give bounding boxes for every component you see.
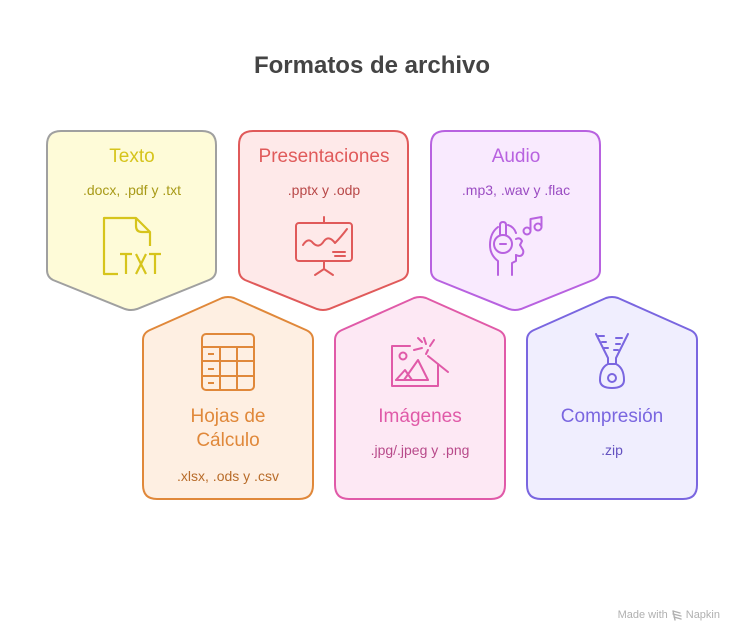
compresion-shape — [526, 296, 698, 500]
card-label-line1: Hojas de — [190, 406, 266, 427]
card-label: Texto — [109, 146, 155, 167]
card-label: Presentaciones — [258, 146, 390, 167]
zipper-icon — [595, 333, 629, 389]
card-label: Compresión — [560, 406, 664, 427]
footer-attribution: Made with Napkin — [618, 609, 720, 621]
card-extensions: .mp3, .wav y .flac — [461, 182, 571, 198]
headphones-music-icon — [489, 216, 543, 276]
card-label: Audio — [491, 146, 541, 167]
imagenes-shape — [334, 296, 506, 500]
card-extensions: .pptx y .odp — [287, 182, 361, 198]
card-hojas: Hojas de Cálculo .xlsx, .ods y .csv — [143, 405, 313, 485]
card-extensions: .docx, .pdf y .txt — [82, 182, 182, 198]
hojas-shape — [142, 296, 314, 500]
napkin-brand-text: Napkin — [685, 609, 720, 621]
presentation-board-icon — [295, 216, 353, 276]
card-compresion: Compresión .zip — [527, 405, 697, 459]
card-presentaciones: Presentaciones .pptx y .odp — [239, 145, 409, 199]
card-label-line2: Cálculo — [196, 430, 260, 451]
txt-file-icon — [102, 216, 161, 276]
card-label: Imágenes — [378, 406, 462, 427]
napkin-logo-icon — [672, 610, 682, 621]
page-title: Formatos de archivo — [253, 52, 491, 79]
card-audio: Audio .mp3, .wav y .flac — [431, 145, 601, 199]
image-magic-icon — [391, 337, 449, 387]
card-extensions: .xlsx, .ods y .csv — [177, 468, 279, 484]
card-texto: Texto .docx, .pdf y .txt — [47, 145, 217, 199]
card-extensions: .zip — [601, 442, 623, 458]
made-with-text: Made with — [617, 609, 668, 621]
card-imagenes: Imágenes .jpg/.jpeg y .png — [335, 405, 505, 459]
texto-shape — [46, 130, 217, 311]
spreadsheet-icon — [201, 333, 255, 391]
card-extensions: .jpg/.jpeg y .png — [370, 442, 470, 458]
audio-shape — [430, 130, 601, 311]
